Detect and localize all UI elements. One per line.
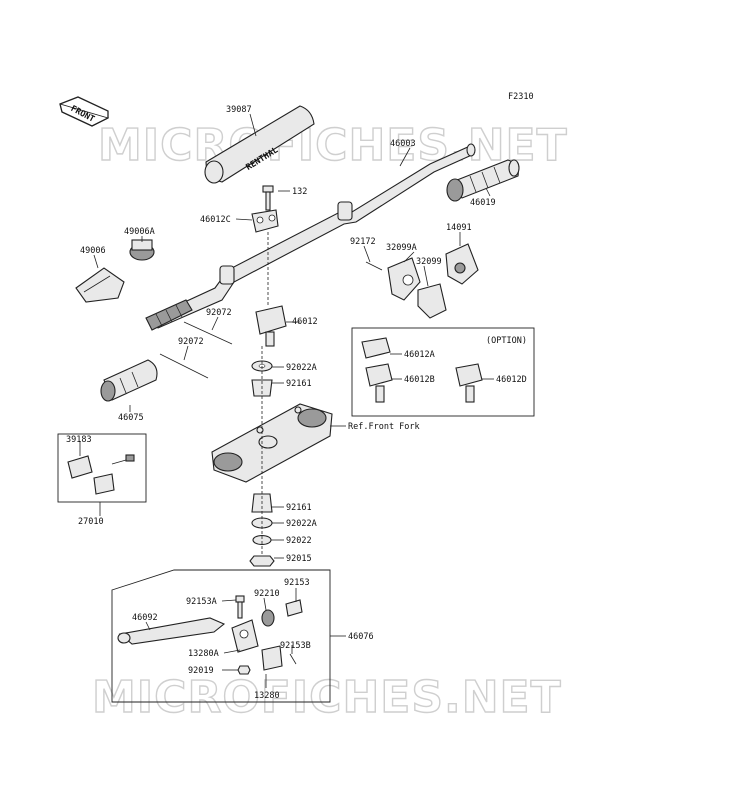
- adjuster-92210[interactable]: [261, 609, 275, 627]
- clamp-lower-46012[interactable]: [255, 305, 287, 347]
- nut-92019[interactable]: [237, 665, 251, 675]
- figure-code: F2310: [508, 92, 534, 102]
- throttle-grip-46019[interactable]: [446, 159, 520, 202]
- label-92022A-top: 92022A: [286, 363, 317, 373]
- label-39183: 39183: [66, 435, 92, 445]
- cable-tie-92072-lower[interactable]: [159, 353, 209, 379]
- clamp-46012A[interactable]: [361, 337, 391, 359]
- label-46003: 46003: [390, 139, 416, 149]
- label-14091: 14091: [446, 223, 472, 233]
- cover-49006[interactable]: [75, 267, 125, 303]
- bolt-92153B[interactable]: [289, 653, 297, 665]
- bar-clamp-left: [219, 265, 235, 285]
- front-arrow-icon: FRONT: [59, 96, 110, 127]
- label-46012A: 46012A: [404, 350, 435, 360]
- label-92015: 92015: [286, 554, 312, 564]
- label-92161-bottom: 92161: [286, 503, 312, 513]
- option-box: [351, 327, 535, 417]
- label-46012B: 46012B: [404, 375, 435, 385]
- bolt-92153A[interactable]: [235, 595, 245, 619]
- label-27010: 27010: [78, 517, 104, 527]
- grip-46075[interactable]: [100, 359, 158, 402]
- label-32099: 32099: [416, 257, 442, 267]
- watermark-top: MICROFICHES.NET: [98, 120, 568, 171]
- label-39087: 39087: [226, 105, 252, 115]
- cable-tie-92072-upper[interactable]: [183, 321, 233, 345]
- label-49006A: 49006A: [124, 227, 155, 237]
- label-46075: 46075: [118, 413, 144, 423]
- label-92153: 92153: [284, 578, 310, 588]
- cap-49006A[interactable]: [129, 239, 155, 261]
- bolt-132[interactable]: [262, 185, 274, 211]
- label-ref-front-fork: Ref.Front Fork: [348, 422, 420, 432]
- label-92022A-bottom: 92022A: [286, 519, 317, 529]
- clamp-13280[interactable]: [261, 645, 283, 671]
- nut-92015[interactable]: [249, 555, 275, 567]
- switch-box-27010: [57, 433, 147, 503]
- watermark-bottom: MICROFICHES.NET: [92, 672, 562, 723]
- throttle-housing-32099A[interactable]: [387, 257, 421, 301]
- label-92022: 92022: [286, 536, 312, 546]
- label-92072-upper: 92072: [206, 308, 232, 318]
- cover-14091[interactable]: [445, 243, 479, 285]
- clutch-lever-46092[interactable]: [117, 617, 226, 645]
- label-92172: 92172: [350, 237, 376, 247]
- label-46012: 46012: [292, 317, 318, 327]
- label-13280A: 13280A: [188, 649, 219, 659]
- label-92072-lower: 92072: [178, 337, 204, 347]
- switch-39183[interactable]: [67, 455, 93, 479]
- label-92153B: 92153B: [280, 641, 311, 651]
- label-46019: 46019: [470, 198, 496, 208]
- bolt-92172[interactable]: [365, 261, 383, 271]
- label-32099A: 32099A: [386, 243, 417, 253]
- label-13280: 13280: [254, 691, 280, 701]
- label-92161-top: 92161: [286, 379, 312, 389]
- bolt-92153[interactable]: [285, 599, 303, 617]
- label-46012C: 46012C: [200, 215, 231, 225]
- triple-clamp[interactable]: [211, 403, 333, 483]
- leader-lines: [79, 113, 494, 688]
- label-92153A: 92153A: [186, 597, 217, 607]
- label-46076: 46076: [348, 632, 374, 642]
- label-46012D: 46012D: [496, 375, 527, 385]
- clamp-upper-46012C[interactable]: [251, 209, 279, 233]
- clamp-46012B[interactable]: [365, 363, 393, 403]
- option-label: (OPTION): [486, 336, 527, 346]
- handlebar-knurl: [145, 299, 193, 331]
- part-labels: 39087 46003 46019 132 46012C 49006A 4900…: [66, 105, 527, 701]
- bar-clamp-right: [337, 201, 353, 221]
- label-132: 132: [292, 187, 307, 197]
- label-92210: 92210: [254, 589, 280, 599]
- clamp-46012D[interactable]: [455, 363, 483, 403]
- label-49006: 49006: [80, 246, 106, 256]
- throttle-housing-32099[interactable]: [417, 283, 447, 319]
- label-46092: 46092: [132, 613, 158, 623]
- lever-bracket[interactable]: [231, 619, 259, 653]
- label-92019: 92019: [188, 666, 214, 676]
- switch-body[interactable]: [93, 473, 115, 495]
